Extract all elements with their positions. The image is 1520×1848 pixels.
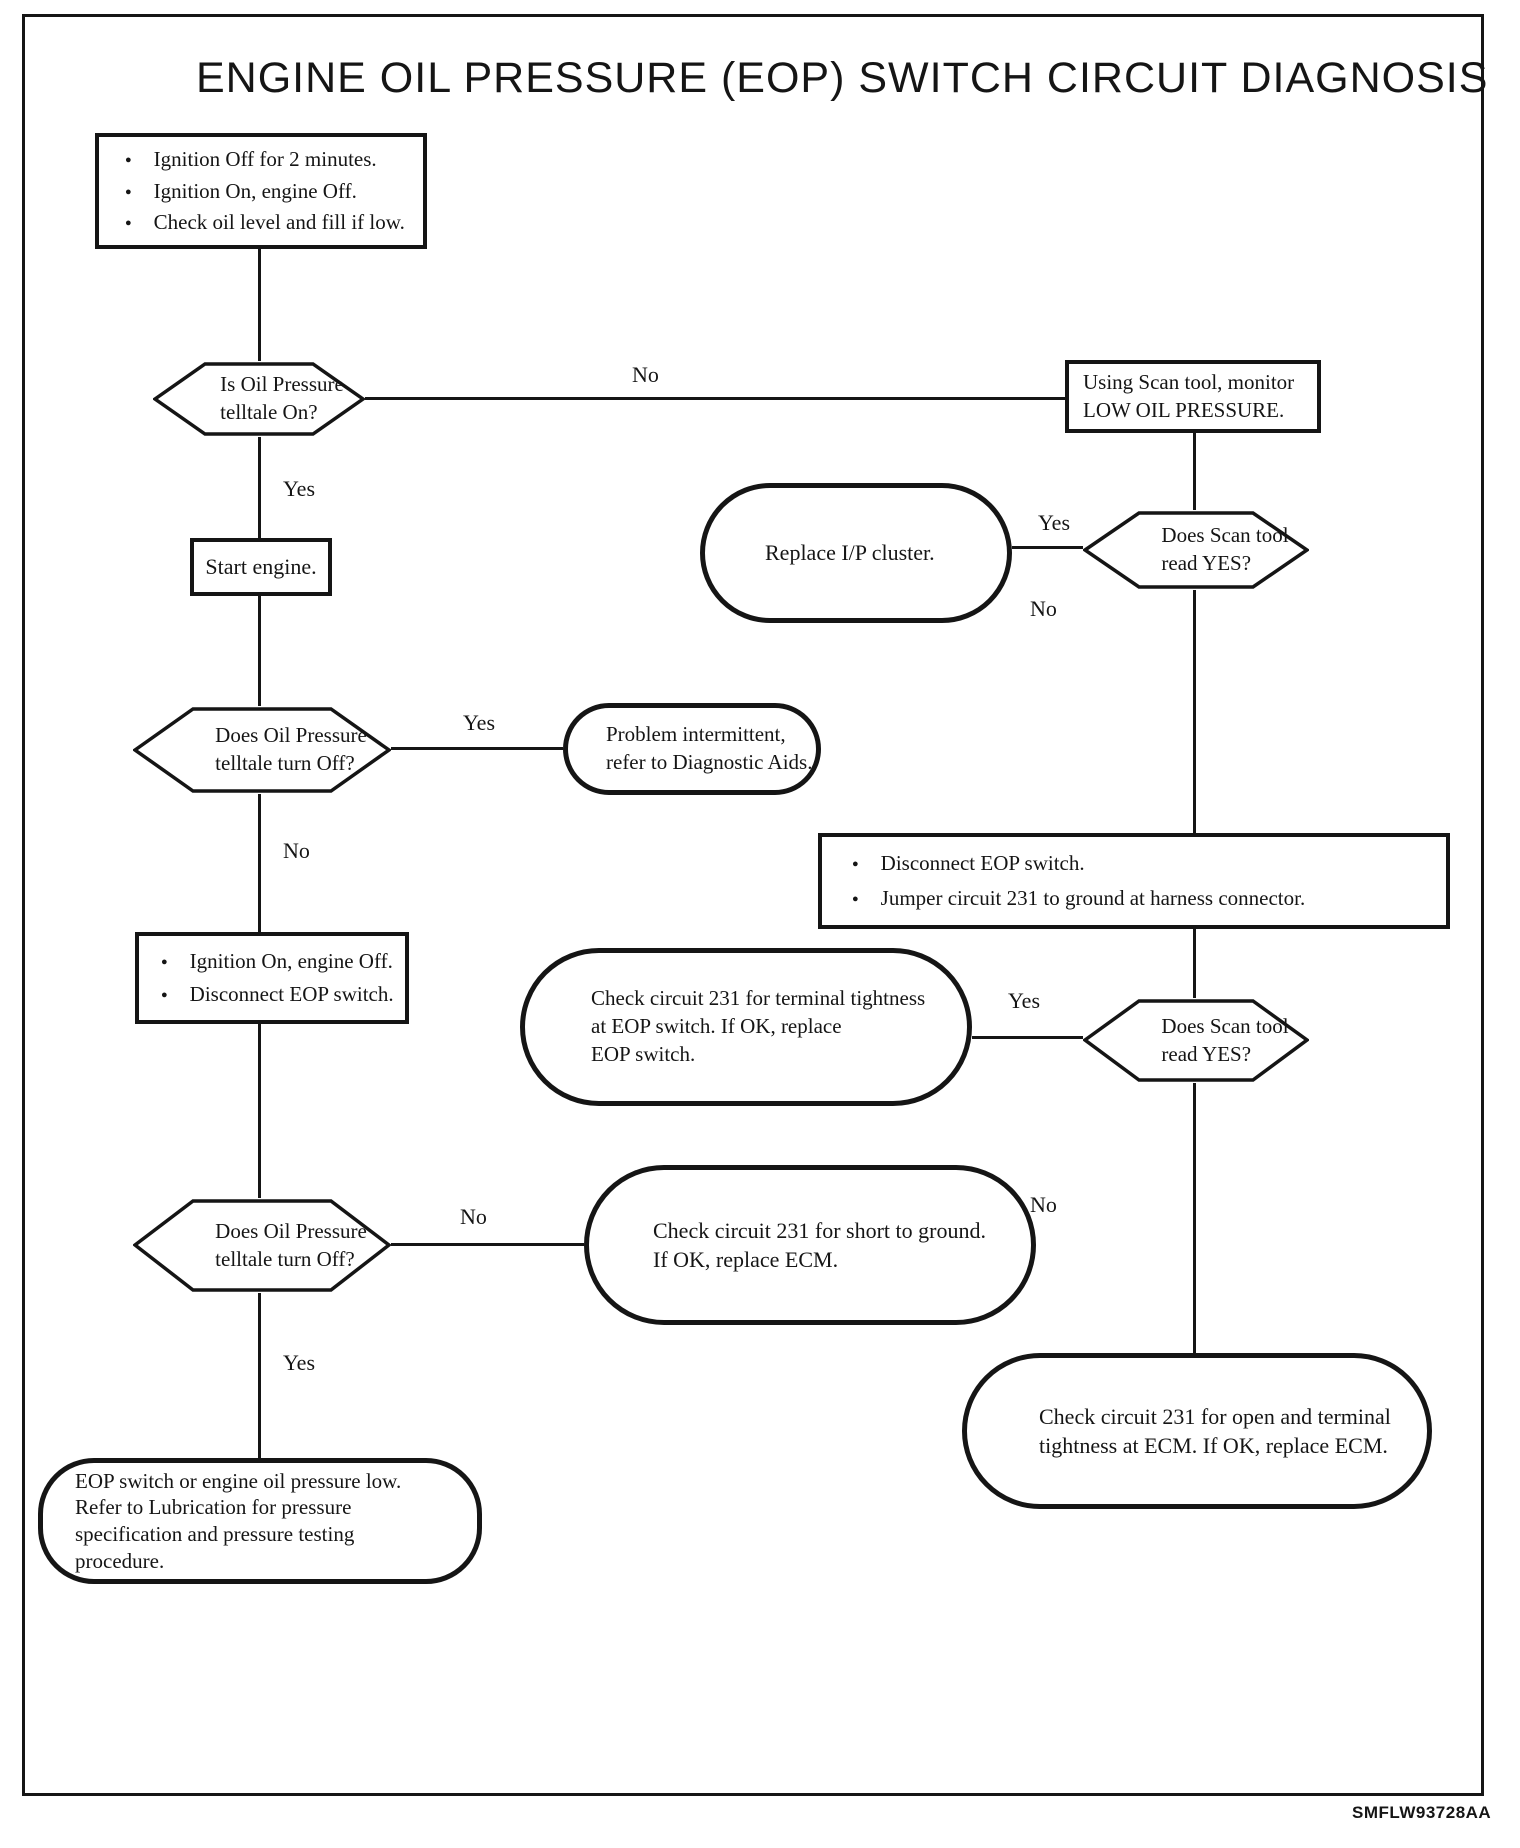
decision-text: Does Scan tool read YES? xyxy=(1161,1013,1289,1066)
node-check-terminal-tightness: Check circuit 231 for terminal tightness… xyxy=(520,948,972,1106)
node-check-short-ground: Check circuit 231 for short to ground. I… xyxy=(584,1165,1036,1325)
step: Ignition On, engine Off. xyxy=(189,948,393,973)
edge-prep-to-telltale-on xyxy=(258,249,261,361)
edge-scan2-no xyxy=(1193,1083,1196,1353)
edge-off2-yes xyxy=(258,1293,261,1458)
decision-telltale-on: Is Oil Pressure telltale On? xyxy=(153,361,365,437)
label-scan2-yes: Yes xyxy=(1008,988,1041,1013)
decision-text: Does Scan tool read YES? xyxy=(1161,523,1289,575)
node-text: Start engine. xyxy=(205,554,317,580)
node-text: Problem intermittent, refer to Diagnosti… xyxy=(606,722,813,774)
label-scan1-no: No xyxy=(1030,596,1057,621)
page-title: ENGINE OIL PRESSURE (EOP) SWITCH CIRCUIT… xyxy=(196,54,1489,102)
decision-telltale-off-2: Does Oil Pressure telltale turn Off? xyxy=(133,1198,391,1293)
page-border xyxy=(22,14,1484,1796)
label-telltale-on-yes: Yes xyxy=(283,476,316,501)
hexagon-outline xyxy=(1083,999,1309,1082)
step: Jumper circuit 231 to ground at harness … xyxy=(880,886,1306,910)
prep-step: Check oil level and fill if low. xyxy=(153,209,405,234)
decision-scan-reads-yes-1: Does Scan tool read YES? xyxy=(1083,510,1309,590)
node-text: Replace I/P cluster. xyxy=(765,540,935,566)
label-scan2-no: No xyxy=(1030,1192,1057,1217)
node-start-engine: Start engine. xyxy=(190,538,332,596)
decision-text: Does Oil Pressure telltale turn Off? xyxy=(215,723,367,775)
edge-telltale-on-no xyxy=(365,397,1065,400)
label-telltale-on-no: No xyxy=(632,362,659,387)
node-text: Using Scan tool, monitor LOW OIL PRESSUR… xyxy=(1083,369,1295,422)
hexagon-outline xyxy=(153,362,365,436)
node-check-open-ecm: Check circuit 231 for open and terminal … xyxy=(962,1353,1432,1509)
decision-text: Does Oil Pressure telltale turn Off? xyxy=(215,1218,367,1271)
node-text: EOP switch or engine oil pressure low. R… xyxy=(75,1468,402,1573)
prep-step: Ignition Off for 2 minutes. xyxy=(153,147,377,172)
node-text: Check circuit 231 for open and terminal … xyxy=(1039,1403,1391,1458)
node-text: Check circuit 231 for short to ground. I… xyxy=(653,1217,986,1272)
hexagon-outline xyxy=(133,1199,391,1292)
edge-jumper-down xyxy=(1193,929,1196,998)
node-problem-intermittent: Problem intermittent, refer to Diagnosti… xyxy=(563,703,821,795)
node-scan-monitor: Using Scan tool, monitor LOW OIL PRESSUR… xyxy=(1065,360,1321,433)
hexagon-outline xyxy=(133,707,391,793)
edge-ignition-disconnect-down xyxy=(258,1024,261,1198)
edge-scan2-yes xyxy=(972,1036,1083,1039)
figure-code: SMFLW93728AA xyxy=(1352,1803,1492,1822)
node-ignition-disconnect: Ignition On, engine Off. Disconnect EOP … xyxy=(135,932,409,1024)
decision-scan-reads-yes-2: Does Scan tool read YES? xyxy=(1083,998,1309,1083)
hexagon-outline xyxy=(1083,511,1309,589)
edge-telltale-on-yes xyxy=(258,437,261,538)
label-scan1-yes: Yes xyxy=(1038,510,1071,535)
decision-text: Is Oil Pressure telltale On? xyxy=(220,372,344,424)
edge-off1-yes xyxy=(391,747,563,750)
label-off1-no: No xyxy=(283,838,310,863)
edge-off2-no xyxy=(391,1243,584,1246)
node-replace-cluster: Replace I/P cluster. xyxy=(700,483,1012,623)
step: Disconnect EOP switch. xyxy=(880,851,1085,875)
node-text: Check circuit 231 for terminal tightness… xyxy=(591,986,926,1066)
node-prep-steps: Ignition Off for 2 minutes. Ignition On,… xyxy=(95,133,427,249)
label-off1-yes: Yes xyxy=(463,710,496,735)
decision-telltale-off-1: Does Oil Pressure telltale turn Off? xyxy=(133,706,391,794)
node-disconnect-jumper: Disconnect EOP switch. Jumper circuit 23… xyxy=(818,833,1450,929)
edge-scan-monitor-down xyxy=(1193,433,1196,510)
edge-start-engine-down xyxy=(258,596,261,706)
node-eop-pressure-low: EOP switch or engine oil pressure low. R… xyxy=(38,1458,482,1584)
label-off2-no: No xyxy=(460,1204,487,1229)
prep-step: Ignition On, engine Off. xyxy=(153,178,357,203)
step: Disconnect EOP switch. xyxy=(189,982,394,1007)
edge-scan1-yes xyxy=(1012,546,1083,549)
edge-scan1-no xyxy=(1193,590,1196,833)
edge-off1-no xyxy=(258,794,261,932)
label-off2-yes: Yes xyxy=(283,1350,316,1375)
